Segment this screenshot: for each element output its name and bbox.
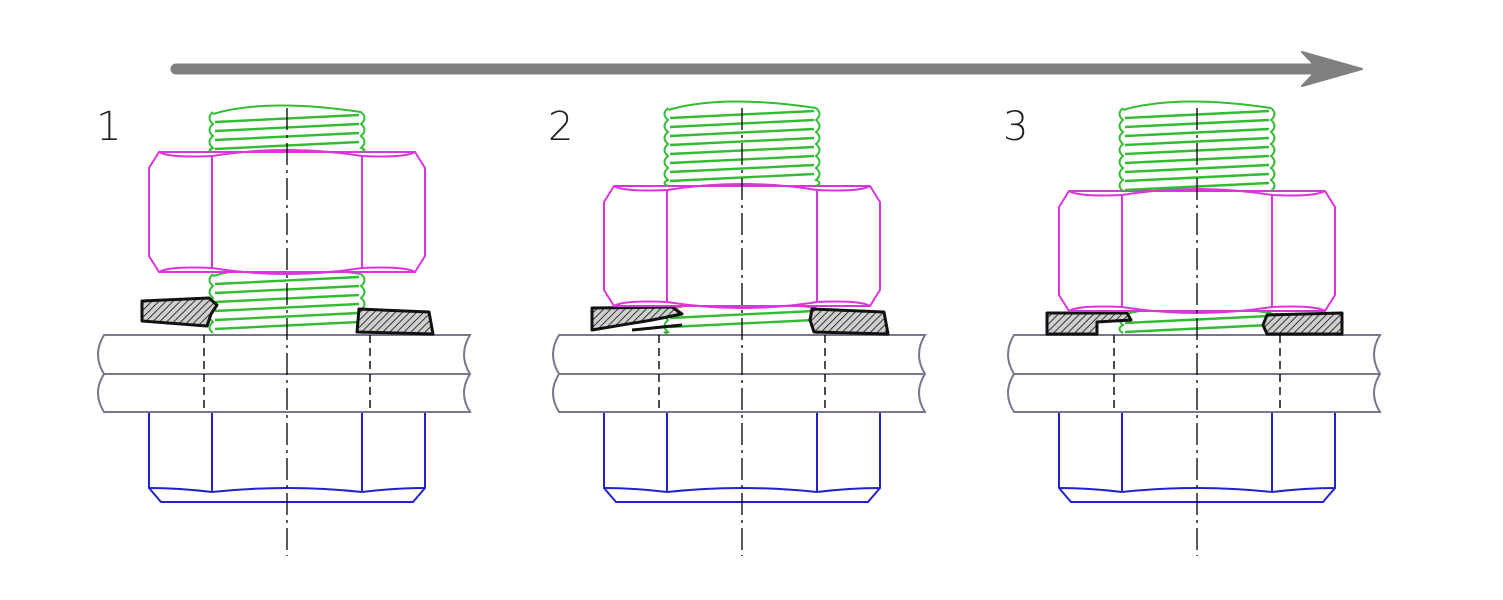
washer-right: [355, 307, 435, 336]
spring-washer: [140, 296, 435, 336]
thread-edge-right: [1269, 107, 1276, 192]
nut-chamfer: [361, 151, 416, 158]
thread-line: [1124, 127, 1270, 138]
nut-chamfer: [1271, 190, 1326, 197]
bolt-head-chamfer: [816, 487, 881, 493]
stage-1: 1: [96, 104, 472, 556]
bolt-head-chamfer: [148, 487, 213, 493]
thread-line: [669, 127, 815, 138]
stage-label: 2: [548, 104, 573, 150]
nut-chamfer: [361, 266, 416, 273]
bolt-head: [1058, 412, 1336, 503]
bolt-head-chamfer: [1271, 487, 1336, 493]
stage-label: 3: [1003, 104, 1028, 150]
thread-crown: [1122, 100, 1272, 111]
thread-line: [214, 311, 360, 322]
washer-right: [1261, 311, 1344, 336]
nut-chamfer: [158, 151, 213, 158]
nut-chamfer: [816, 300, 871, 307]
clamped-plate: [97, 334, 472, 413]
clamped-plate: [1007, 334, 1382, 413]
nut-chamfer: [613, 300, 668, 307]
washer-left: [1045, 311, 1133, 336]
thread-line: [669, 309, 815, 320]
clamped-plate: [552, 334, 927, 413]
bolt-head: [603, 412, 881, 503]
thread-edge-left: [663, 107, 670, 187]
thread-line: [669, 172, 815, 183]
thread-crown: [667, 100, 817, 111]
washer-left: [590, 305, 684, 332]
hex-nut: [603, 183, 881, 309]
nut-chamfer: [158, 266, 213, 273]
nut-chamfer: [1068, 305, 1123, 312]
thread-edge-left: [1118, 107, 1125, 192]
thread-line: [669, 136, 815, 147]
progress-arrow: [170, 51, 1363, 87]
bolt-head-arc: [666, 487, 818, 493]
hex-nut: [148, 149, 426, 275]
bolt-head-arc: [211, 487, 363, 493]
bolt-head-chamfer: [1058, 487, 1123, 493]
nut-chamfer: [613, 185, 668, 192]
nut-chamfer: [816, 185, 871, 192]
thread-edge-left: [208, 111, 216, 153]
thread-crown: [212, 104, 362, 115]
thread-line: [1124, 163, 1270, 174]
stage-3: 3: [1003, 100, 1382, 556]
stage-2: 2: [548, 100, 927, 556]
nut-chamfer: [1271, 305, 1326, 312]
washer-left: [140, 296, 219, 328]
thread-line: [1124, 136, 1270, 147]
stage-label: 1: [96, 104, 121, 150]
nut-arc-bottom: [666, 301, 818, 309]
thread-edge-right: [358, 111, 366, 153]
bolt-head-chamfer: [361, 487, 426, 493]
nut-chamfer: [1068, 190, 1123, 197]
spring-washer: [590, 305, 890, 336]
thread-line: [214, 302, 360, 313]
thread-line: [669, 163, 815, 174]
washer-gap-line: [631, 323, 683, 332]
nut-arc-bottom: [211, 267, 363, 275]
thread-line: [214, 275, 360, 286]
washer-right: [808, 307, 890, 336]
bolt-head-chamfer: [603, 487, 668, 493]
thread-edge-right: [814, 107, 821, 187]
thread-line: [1124, 172, 1270, 183]
spring-washer: [1045, 311, 1344, 336]
bolt-head-arc: [1121, 487, 1273, 493]
